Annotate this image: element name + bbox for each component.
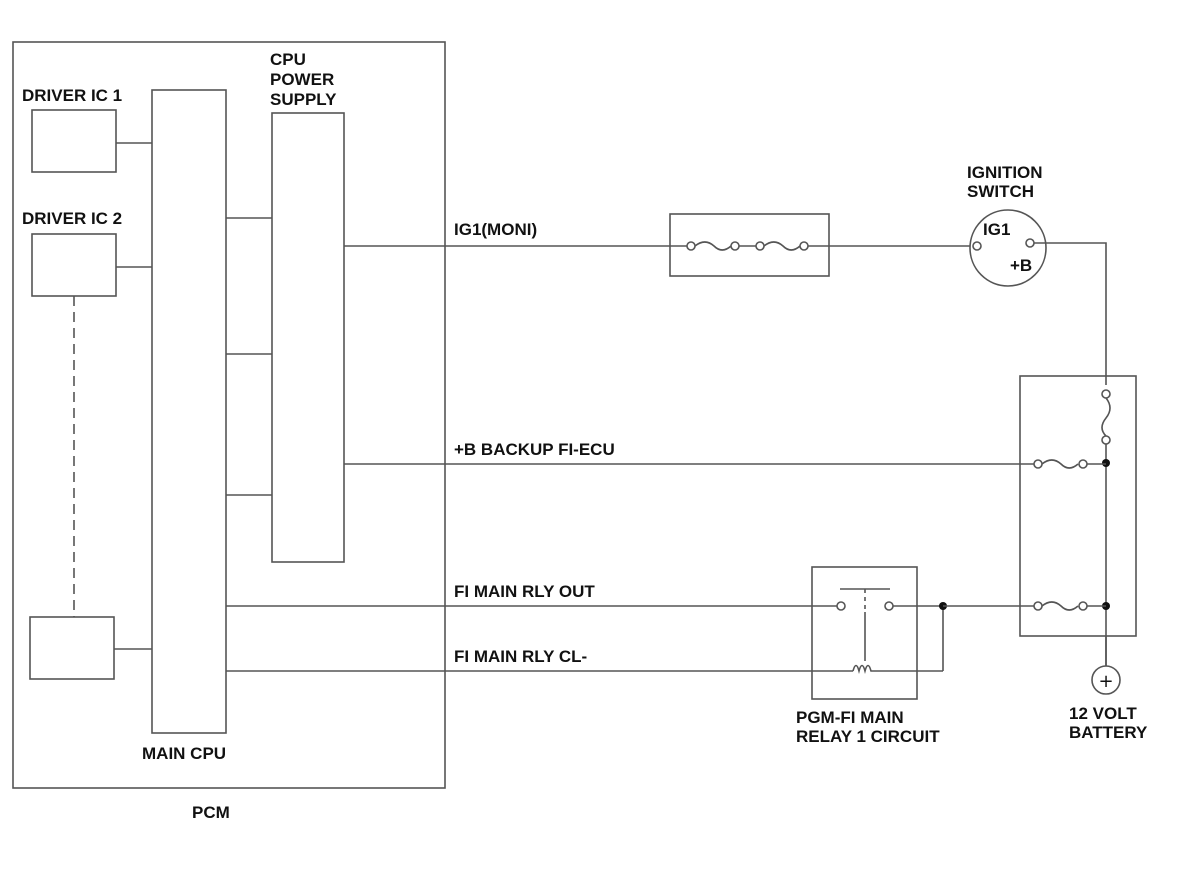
b-backup-label: +B BACKUP FI-ECU [454,440,615,459]
b-terminal-feed-wire [1034,242,1107,385]
ig1-moni-label: IG1(MONI) [454,220,537,239]
relay-contact-right [884,601,894,611]
relay-fuse-icon [1041,601,1079,611]
relay-fuse-terminal-left [1033,601,1043,611]
battery-label-2: BATTERY [1069,723,1148,742]
relay-contact-left [836,601,846,611]
pgm-fi-main-relay-box [811,566,918,700]
ig1-fuse-b-terminal-left [755,241,765,251]
cpu-power-supply-label-3: SUPPLY [270,90,337,109]
driver-ic-2-label: DRIVER IC 2 [22,209,122,228]
battery-plus-sign: + [1098,671,1113,692]
relay-fuse-terminal-right [1078,601,1088,611]
cpu-power-supply-box [271,112,345,563]
cpu-power-supply-label-2: POWER [270,70,334,89]
main-cpu-box [151,89,227,734]
pcm-box [12,41,446,789]
ig1-fuse-a-icon [694,241,732,251]
ignition-switch-label-1: IGNITION [967,163,1043,182]
backup-fuse-icon [1041,459,1079,469]
underhood-fuse-box [1019,375,1137,637]
ig1-terminal [972,241,982,251]
pcm-label: PCM [192,803,230,822]
fi-main-rly-cl-label: FI MAIN RLY CL- [454,647,587,666]
cpu-power-supply-label-1: CPU [270,50,306,69]
relay-label-1: PGM-FI MAIN [796,708,904,727]
bus-junction-upper [1102,459,1110,467]
ig1-fuse-b-icon [763,241,801,251]
battery-label-1: 12 VOLT [1069,704,1137,723]
battery-icon [1091,665,1121,695]
ignition-switch [969,209,1047,287]
b-terminal [1025,238,1035,248]
driver-ic-1-box [31,109,117,173]
ignition-switch-label-2: SWITCH [967,182,1034,201]
backup-fuse-terminal-right [1078,459,1088,469]
main-fuse-terminal-bottom [1101,435,1111,445]
driver-ic-1-label: DRIVER IC 1 [22,86,122,105]
ig1-fuse-b-terminal-right [799,241,809,251]
ig1-fuse-a-terminal-left [686,241,696,251]
driver-ic-2-box [31,233,117,297]
backup-fuse-terminal-left [1033,459,1043,469]
relay-label-2: RELAY 1 CIRCUIT [796,727,940,746]
b-terminal-label: +B [1010,256,1032,275]
fi-main-rly-out-label: FI MAIN RLY OUT [454,582,595,601]
main-cpu-label: MAIN CPU [142,744,226,763]
main-fuse-icon [1101,397,1111,437]
ig1-terminal-label: IG1 [983,220,1010,239]
relay-coil-icon [852,664,878,675]
ig1-fuse-box [669,213,830,277]
driver-ic-n-box [29,616,115,680]
ig1-fuse-a-terminal-right [730,241,740,251]
main-fuse-terminal-top [1101,389,1111,399]
